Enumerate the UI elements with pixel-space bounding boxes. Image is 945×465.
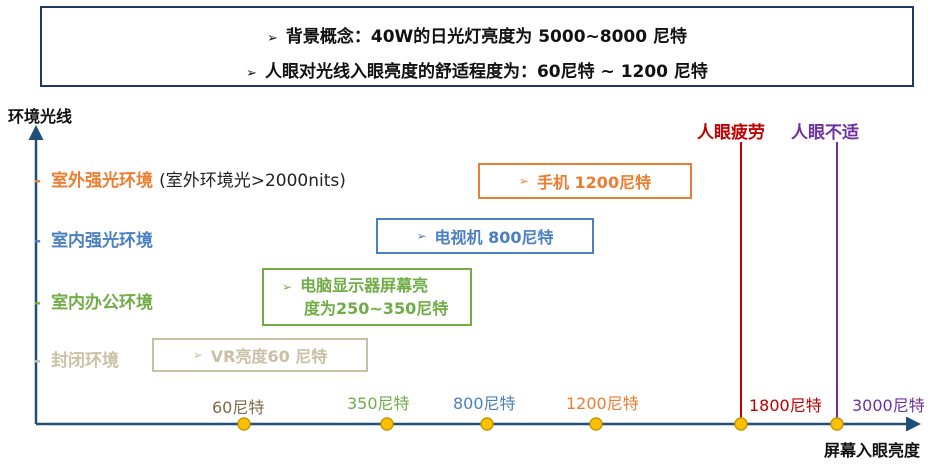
y-axis-label: 环境光线 [8, 107, 73, 126]
tick-dash: - [34, 171, 42, 191]
env-outdoor-note: (室外环境光>2000nits) [159, 171, 346, 191]
env-enclosed: -封闭环境 [34, 351, 120, 371]
tick-label-1200: 1200尼特 [566, 394, 639, 413]
tick-label-350: 350尼特 [347, 394, 410, 413]
bullet-arrow-icon: ➢ [518, 174, 529, 188]
tick-label-800: 800尼特 [453, 394, 516, 413]
tick-dash: - [34, 231, 42, 251]
device-vr-box: ➢VR亮度60 尼特 [152, 338, 368, 372]
tick-label-1800: 1800尼特 [749, 396, 822, 415]
tick-label-60: 60尼特 [212, 398, 265, 417]
fatigue-label: 人眼疲劳 [697, 123, 765, 143]
summary-line-1: ➢背景概念：40W的日光灯亮度为 5000~8000 尼特 [266, 27, 688, 47]
env-indoor-office: -室内办公环境 [34, 293, 154, 313]
env-outdoor-strong: -室外强光环境(室外环境光>2000nits) [34, 171, 346, 191]
device-monitor-box: ➢电脑显示器屏幕亮 度为250~350尼特 [262, 268, 472, 326]
x-axis-label: 屏幕入眼亮度 [824, 441, 921, 460]
summary-line-2: ➢人眼对光线入眼亮度的舒适程度为：60尼特 ~ 1200 尼特 [246, 62, 708, 82]
marker-800 [480, 417, 494, 431]
discomfort-label: 人眼不适 [791, 123, 859, 143]
tick-markers [237, 417, 844, 431]
bullet-arrow-icon: ➢ [416, 229, 427, 243]
device-phone-box: ➢手机 1200尼特 [478, 163, 692, 199]
summary-box: ➢背景概念：40W的日光灯亮度为 5000~8000 尼特 ➢人眼对光线入眼亮度… [40, 6, 914, 87]
marker-1200 [589, 417, 603, 431]
marker-3000 [830, 417, 844, 431]
marker-1800 [734, 417, 748, 431]
tick-dash: - [34, 293, 42, 313]
marker-60 [237, 417, 251, 431]
device-tv-box: ➢电视机 800尼特 [376, 218, 594, 254]
tick-dash: - [34, 351, 42, 371]
bullet-arrow-icon: ➢ [246, 66, 257, 81]
marker-350 [380, 417, 394, 431]
env-indoor-strong: -室内强光环境 [34, 231, 154, 251]
tick-label-3000: 3000尼特 [852, 396, 925, 415]
bullet-arrow-icon: ➢ [192, 348, 203, 362]
bullet-arrow-icon: ➢ [282, 279, 293, 294]
bullet-arrow-icon: ➢ [266, 31, 278, 46]
